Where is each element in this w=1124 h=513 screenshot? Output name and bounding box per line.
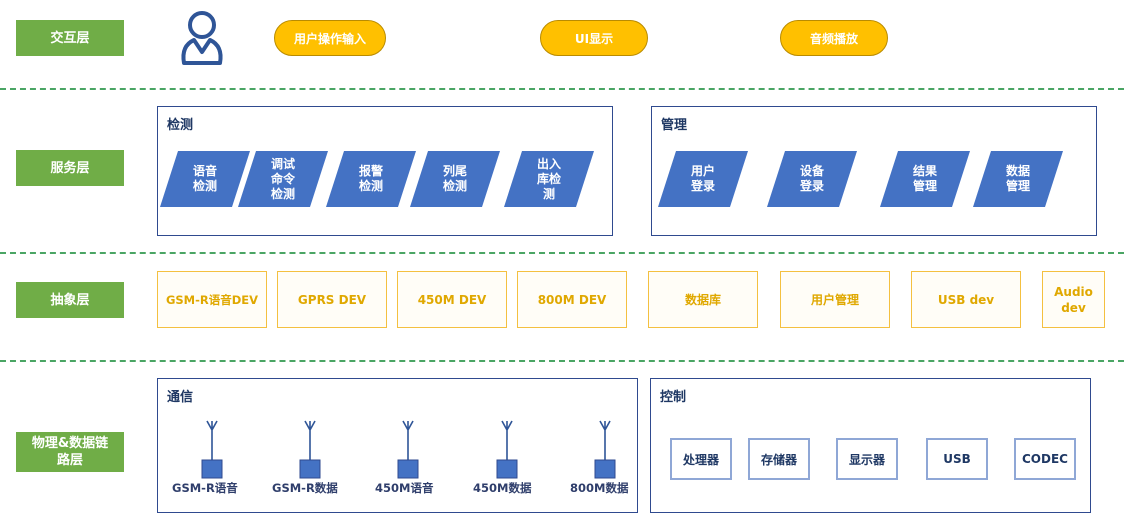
- service-item-tail-detect: 列尾 检测: [410, 151, 500, 207]
- layer-label-interaction: 交互层: [16, 20, 124, 56]
- control-processor: 处理器: [670, 438, 732, 480]
- radio-device-icon: [494, 418, 520, 482]
- service-item-device-login: 设备 登录: [767, 151, 857, 207]
- user-icon: [176, 8, 228, 66]
- radio-device-icon: [395, 418, 421, 482]
- abstraction-800m-dev: 800M DEV: [517, 271, 627, 328]
- control-usb: USB: [926, 438, 988, 480]
- control-group-title: 控制: [660, 390, 687, 405]
- service-item-result-mgmt: 结果 管理: [880, 151, 970, 207]
- layer-label-service: 服务层: [16, 150, 124, 186]
- radio-label-450m-data: 450M数据: [473, 481, 532, 495]
- service-item-debug-detect: 调试 命令 检测: [238, 151, 328, 207]
- abstraction-user-mgmt: 用户管理: [780, 271, 890, 328]
- detection-group-title: 检测: [167, 118, 194, 133]
- layer-divider: [0, 252, 1124, 254]
- abstraction-audio-dev: Audio dev: [1042, 271, 1105, 328]
- radio-device-icon: [199, 418, 225, 482]
- pill-ui-display: UI显示: [540, 20, 648, 56]
- abstraction-gprs-dev: GPRS DEV: [277, 271, 387, 328]
- abstraction-usb-dev: USB dev: [911, 271, 1021, 328]
- communication-group: [157, 378, 638, 513]
- control-codec: CODEC: [1014, 438, 1076, 480]
- radio-label-gsmr-voice: GSM-R语音: [172, 481, 238, 495]
- abstraction-gsmr-voice-dev: GSM-R语音DEV: [157, 271, 267, 328]
- management-group-title: 管理: [661, 118, 688, 133]
- radio-device-icon: [592, 418, 618, 482]
- pill-user-input: 用户操作输入: [274, 20, 386, 56]
- pill-audio-play: 音频播放: [780, 20, 888, 56]
- service-item-depot-detect: 出入 库检 测: [504, 151, 594, 207]
- radio-label-gsmr-data: GSM-R数据: [272, 481, 338, 495]
- radio-label-450m-voice: 450M语音: [375, 481, 434, 495]
- communication-group-title: 通信: [167, 390, 194, 405]
- service-item-alarm-detect: 报警 检测: [326, 151, 416, 207]
- service-item-voice-detect: 语音 检测: [160, 151, 250, 207]
- layer-label-physical: 物理&数据链 路层: [16, 432, 124, 472]
- control-storage: 存储器: [748, 438, 810, 480]
- abstraction-database: 数据库: [648, 271, 758, 328]
- radio-device-icon: [297, 418, 323, 482]
- layer-divider: [0, 360, 1124, 362]
- service-item-user-login: 用户 登录: [658, 151, 748, 207]
- service-item-data-mgmt: 数据 管理: [973, 151, 1063, 207]
- layer-label-abstraction: 抽象层: [16, 282, 124, 318]
- radio-label-800m-data: 800M数据: [570, 481, 629, 495]
- control-display: 显示器: [836, 438, 898, 480]
- layer-divider: [0, 88, 1124, 90]
- abstraction-450m-dev: 450M DEV: [397, 271, 507, 328]
